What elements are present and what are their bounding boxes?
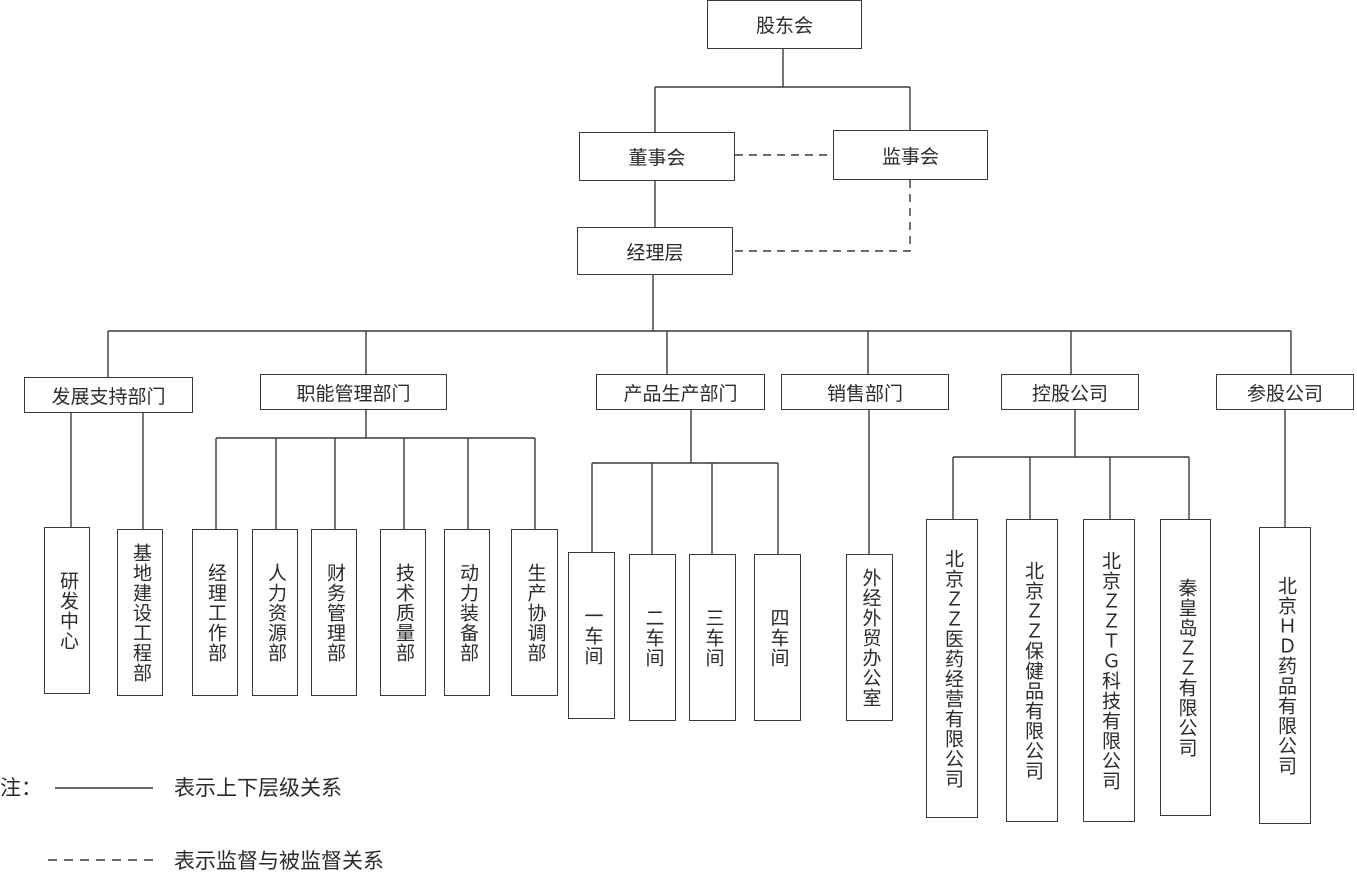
unit-workshop-3: 三车间 <box>689 554 736 721</box>
unit-label: 人力资源部 <box>264 562 287 663</box>
shareholders-box: 股东会 <box>707 0 862 49</box>
company-health-products: 北京ＺＺ保健品有限公司 <box>1006 519 1058 822</box>
unit-label: 财务管理部 <box>323 562 346 663</box>
legend-solid-text: 表示上下层级关系 <box>174 776 342 800</box>
company-tg-technology: 北京ＺＺＴＧ科技有限公司 <box>1083 519 1135 822</box>
dept-holding-companies: 控股公司 <box>1001 374 1139 410</box>
board-box: 董事会 <box>579 132 735 181</box>
unit-label: 经理工作部 <box>204 562 227 663</box>
unit-label: 技术质量部 <box>392 562 415 663</box>
unit-label: 动力装备部 <box>456 562 479 663</box>
dept-sales: 销售部门 <box>781 374 949 410</box>
unit-label: 外经外贸办公室 <box>859 567 882 708</box>
unit-workshop-4: 四车间 <box>754 554 801 721</box>
unit-foreign-trade-office: 外经外贸办公室 <box>846 554 893 721</box>
company-hd-pharma: 北京ＨＤ药品有限公司 <box>1259 527 1311 824</box>
unit-label: 北京ＺＺ医药经营有限公司 <box>941 548 964 789</box>
unit-finance: 财务管理部 <box>311 529 357 696</box>
dept-associate-companies: 参股公司 <box>1216 374 1354 410</box>
dept-functional-management: 职能管理部门 <box>260 374 447 410</box>
unit-manager-office: 经理工作部 <box>192 529 238 696</box>
unit-label: 三车间 <box>702 607 725 668</box>
legend-prefix: 注： <box>0 776 42 800</box>
unit-label: 生产协调部 <box>524 562 547 663</box>
unit-label: 北京ＺＺＴＧ科技有限公司 <box>1098 550 1121 791</box>
unit-label: 一车间 <box>581 605 604 666</box>
unit-quality: 技术质量部 <box>380 529 426 696</box>
unit-label: 北京ＺＺ保健品有限公司 <box>1021 560 1044 781</box>
unit-production-coordination: 生产协调部 <box>511 529 558 696</box>
unit-power-equipment: 动力装备部 <box>444 529 490 696</box>
legend-dashed-text: 表示监督与被监督关系 <box>174 849 384 873</box>
unit-label: 研发中心 <box>56 570 79 651</box>
unit-base-construction: 基地建设工程部 <box>117 529 163 696</box>
dept-development-support: 发展支持部门 <box>24 377 193 413</box>
dept-production: 产品生产部门 <box>596 374 765 410</box>
unit-label: 北京ＨＤ药品有限公司 <box>1274 575 1297 776</box>
unit-label: 二车间 <box>642 607 665 668</box>
company-pharma-trading: 北京ＺＺ医药经营有限公司 <box>926 519 978 818</box>
unit-label: 四车间 <box>767 607 790 668</box>
supervisors-box: 监事会 <box>833 130 988 180</box>
unit-human-resources: 人力资源部 <box>252 529 298 696</box>
unit-workshop-1: 一车间 <box>568 552 615 719</box>
unit-workshop-2: 二车间 <box>629 554 676 721</box>
unit-rd-center: 研发中心 <box>44 527 90 694</box>
management-box: 经理层 <box>577 227 733 275</box>
unit-label: 秦皇岛ＺＺ有限公司 <box>1175 577 1198 758</box>
company-qinhuangdao: 秦皇岛ＺＺ有限公司 <box>1160 519 1211 816</box>
unit-label: 基地建设工程部 <box>129 542 152 683</box>
